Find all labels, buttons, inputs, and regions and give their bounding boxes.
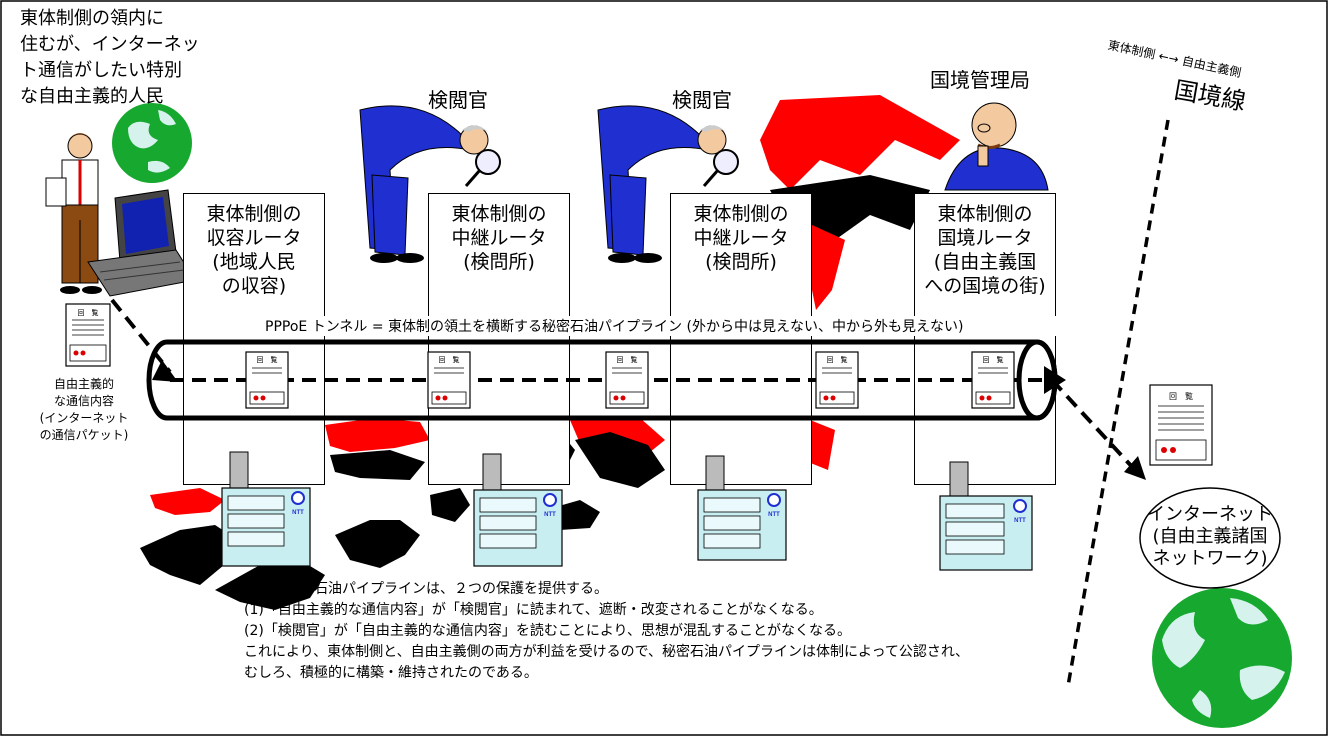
arrowhead-icon: [1044, 366, 1066, 394]
territory-black-shape: [575, 432, 665, 488]
globe-icon: [1152, 588, 1292, 728]
territory-black-shape: [140, 525, 238, 585]
ntt-badge: NTT: [768, 512, 780, 518]
router-box: 東体制側の 中継ルータ (検問所): [670, 193, 812, 485]
explanation-line: (1)「自由主義的な通信内容」が「検閲官」に読まれて、遮断・改変されることがなく…: [244, 602, 823, 618]
territory-red-shape: [808, 420, 835, 470]
territory-black-shape: [330, 450, 425, 480]
document-title: 回 覧: [257, 355, 278, 364]
laptop-icon: [87, 189, 196, 297]
explanation-line: 上記の秘密石油パイプラインは、２つの保護を提供する。: [244, 581, 608, 597]
network-equipment-icon: NTT: [939, 461, 1033, 571]
territory-red-shape: [760, 95, 960, 190]
document-title: 回 覧: [78, 308, 99, 317]
document-title: 回 覧: [1169, 391, 1193, 401]
explanation-text: 上記の秘密石油パイプラインは、２つの保護を提供する。 (1)「自由主義的な通信内…: [244, 579, 969, 684]
border-official-figure: [944, 102, 1049, 191]
document-icon: 回 覧: [1149, 384, 1213, 466]
network-equipment-icon: NTT: [473, 453, 563, 567]
document-icon: 回 覧: [605, 351, 649, 409]
network-equipment-icon: NTT: [697, 455, 787, 561]
document-title: 回 覧: [983, 355, 1004, 364]
territory-black-shape: [430, 488, 470, 522]
citizen-label: 東体制側の領内に 住むが、インターネッ ト通信がしたい特別 な自由主義的人民: [20, 8, 200, 107]
territory-black-shape: [215, 560, 325, 610]
document-icon: 回 覧: [815, 351, 859, 409]
document-icon: 回 覧: [971, 351, 1015, 409]
router-label: 東体制側の 中継ルータ (検問所): [693, 203, 789, 273]
explanation-line: (2)「検閲官」が「自由主義的な通信内容」を読むことにより、思想が混乱することが…: [244, 623, 851, 639]
territory-red-shape: [150, 488, 225, 515]
censor-label: 検閲官: [428, 88, 488, 112]
router-label: 東体制側の 中継ルータ (検問所): [451, 203, 547, 273]
ntt-badge: NTT: [292, 510, 304, 516]
arrowhead-icon: [1124, 456, 1146, 480]
document-icon: 回 覧: [245, 351, 289, 409]
tunnel-caption: PPPoE トンネル = 東体制の領土を横断する秘密石油パイプライン (外から中…: [265, 316, 1105, 336]
packet-label: 自由主義的 な通信内容 (インターネット の通信パケット): [39, 377, 129, 442]
censor-figure: [597, 105, 739, 263]
citizen-figure: [45, 133, 102, 294]
document-icon: 回 覧: [65, 303, 111, 367]
router-label: 東体制側の 国境ルータ (自由主義国 への国境の街): [924, 203, 1046, 297]
internet-label: インターネット (自由主義諸国 ネットワーク): [1147, 504, 1273, 569]
document-title: 回 覧: [439, 355, 460, 364]
explanation-line: これにより、東体制側と、自由主義側の両方が利益を受けるので、秘密石油パイプライン…: [244, 644, 970, 660]
explanation-line: むしろ、積極的に構築・維持されたのである。: [244, 665, 538, 681]
ntt-badge: NTT: [1014, 518, 1026, 524]
territory-red-shape: [808, 225, 845, 310]
territory-black-shape: [335, 520, 420, 568]
territory-red-shape: [325, 418, 430, 452]
censor-figure: [359, 105, 501, 263]
packet-path: [110, 298, 172, 374]
ntt-badge: NTT: [544, 512, 556, 518]
document-title: 回 覧: [827, 355, 848, 364]
arrowhead-icon: [152, 360, 178, 382]
router-box: 東体制側の 中継ルータ (検問所): [428, 193, 570, 485]
censor-label: 検閲官: [672, 88, 732, 112]
border-line: [1066, 119, 1170, 687]
router-label: 東体制側の 収容ルータ (地域人民 の収容): [206, 203, 302, 297]
border-bureau-label: 国境管理局: [930, 68, 1030, 92]
network-equipment-icon: NTT: [221, 451, 311, 567]
globe-icon: [112, 103, 192, 183]
router-box: 東体制側の 収容ルータ (地域人民 の収容): [183, 193, 325, 485]
router-box: 東体制側の 国境ルータ (自由主義国 への国境の街): [914, 193, 1056, 485]
document-title: 回 覧: [617, 355, 638, 364]
internet-cloud: [1139, 487, 1281, 589]
packet-path: [1050, 378, 1137, 472]
document-icon: 回 覧: [427, 351, 471, 409]
